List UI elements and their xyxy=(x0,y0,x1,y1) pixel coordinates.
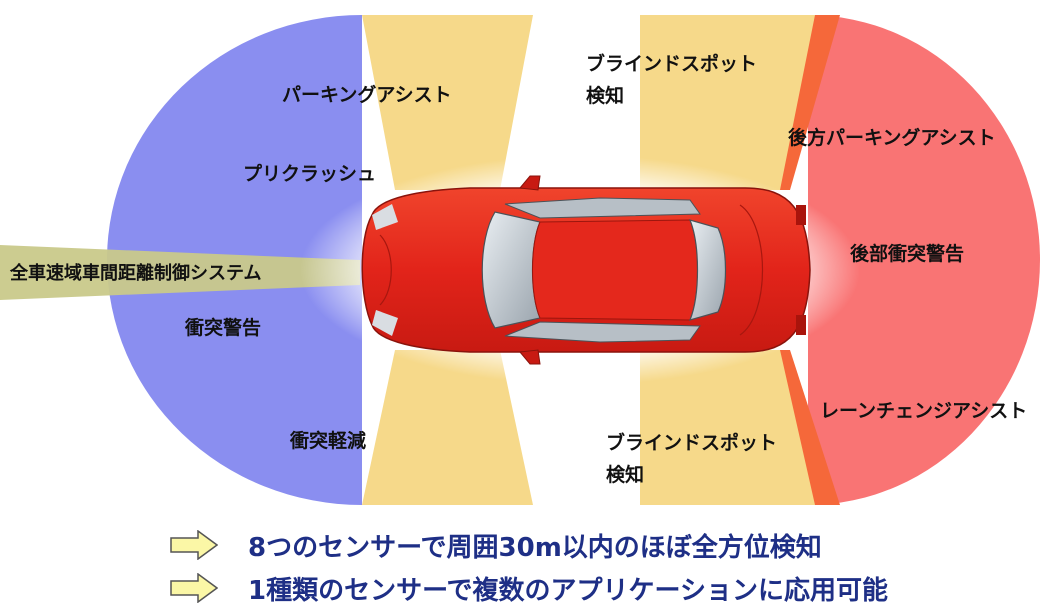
label-blind-spot-top-line2: 検知 xyxy=(586,84,625,107)
bullet-text-1: 8つのセンサーで周囲30m以内のほぼ全方位検知 xyxy=(248,532,822,563)
bullet-arrow-icon xyxy=(170,573,218,603)
label-collision-warning: 衝突警告 xyxy=(185,317,262,339)
acc-beam xyxy=(0,245,360,300)
rear-right-side-zone xyxy=(640,350,815,505)
bullet-text-2: 1種類のセンサーで複数のアプリケーションに応用可能 xyxy=(248,575,889,606)
bullet-item-1: 8つのセンサーで周囲30m以内のほぼ全方位検知 xyxy=(170,527,822,563)
label-blind-spot-bottom-line1: ブラインドスポット xyxy=(606,432,778,454)
label-rear-collision-warning: 後部衝突警告 xyxy=(850,243,965,265)
front-right-side-zone xyxy=(362,350,533,505)
label-blind-spot-bottom: ブラインドスポット 検知 xyxy=(606,432,777,488)
label-collision-mitigation: 衝突軽減 xyxy=(290,430,367,452)
label-pre-crash: プリクラッシュ xyxy=(243,163,377,185)
label-acc: 全車速域車間距離制御システム xyxy=(10,263,262,284)
car-top-view-icon xyxy=(361,175,811,365)
label-blind-spot-top: ブラインドスポット 検知 xyxy=(586,53,757,109)
label-blind-spot-bottom-line2: 検知 xyxy=(606,463,645,486)
label-parking-assist: パーキングアシスト xyxy=(282,84,452,106)
bullet-item-2: 1種類のセンサーで複数のアプリケーションに応用可能 xyxy=(170,570,888,606)
label-blind-spot-top-line1: ブラインドスポット xyxy=(586,53,758,75)
rear-left-side-zone xyxy=(640,15,815,190)
coverage-graphic xyxy=(0,15,1040,505)
front-left-side-zone xyxy=(362,15,533,190)
rear-sensor-zone xyxy=(808,15,1040,505)
bullet-arrow-icon xyxy=(170,530,218,560)
label-lane-change-assist: レーンチェンジアシスト xyxy=(820,400,1028,422)
label-rear-parking-assist: 後方パーキングアシスト xyxy=(788,127,996,149)
